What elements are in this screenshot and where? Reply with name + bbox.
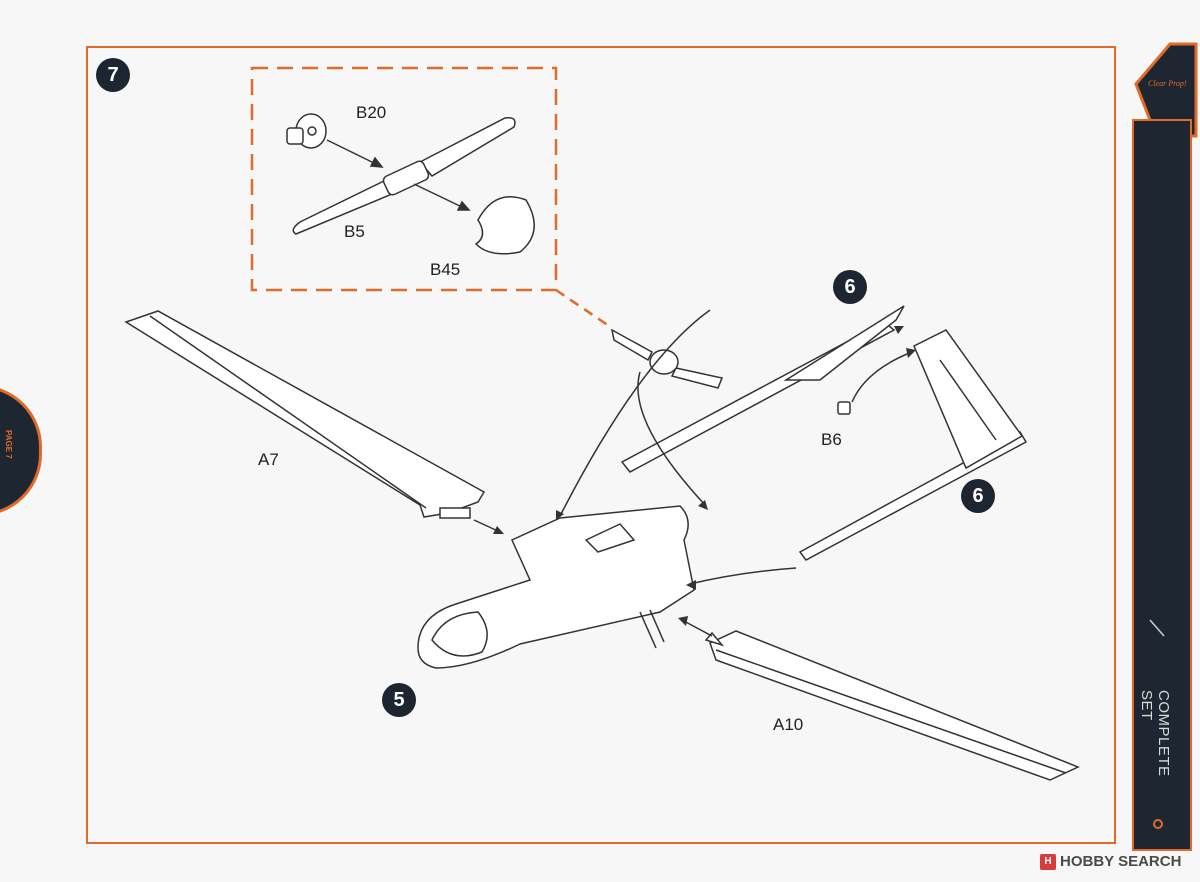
reference-step-badge: 6: [961, 479, 995, 513]
detail-leader-line: [555, 288, 613, 330]
sidebar-bar: [1132, 119, 1192, 851]
part-a7-left-wing: [124, 310, 486, 519]
svg-text:Clear Prop!: Clear Prop!: [1148, 79, 1187, 88]
sidebar-section-label: COMPLETE SET: [1138, 690, 1172, 777]
propeller-detail-box: [250, 66, 558, 292]
watermark: H HOBBY SEARCH: [1040, 853, 1181, 870]
part-label-a10: A10: [773, 715, 804, 734]
part-b20-hub: [286, 113, 327, 149]
part-b6: [837, 401, 851, 415]
part-label-a7: A7: [258, 450, 279, 469]
part-label-b20: B20: [356, 103, 387, 122]
part-label-b6: B6: [821, 430, 842, 449]
step-frame: [86, 46, 1116, 844]
page-label: PAGE 7: [4, 430, 13, 459]
watermark-logo-icon: H: [1040, 853, 1056, 870]
part-a10-right-wing: [704, 630, 1080, 781]
bullet-icon: [1153, 819, 1163, 829]
step-number-badge: 7: [96, 58, 130, 92]
divider-slash: [1149, 619, 1165, 637]
reference-step-badge: 5: [382, 683, 416, 717]
tail-fin: [913, 329, 1024, 470]
reference-step-badge: 6: [833, 270, 867, 304]
fuselage: [417, 505, 695, 669]
part-label-b45: B45: [430, 260, 461, 279]
part-label-b5: B5: [344, 222, 365, 241]
watermark-text: HOBBY SEARCH: [1060, 853, 1182, 870]
part-b5-propeller: [292, 116, 516, 235]
part-b45-spinner: [474, 196, 535, 255]
mounted-propeller: [610, 328, 724, 389]
